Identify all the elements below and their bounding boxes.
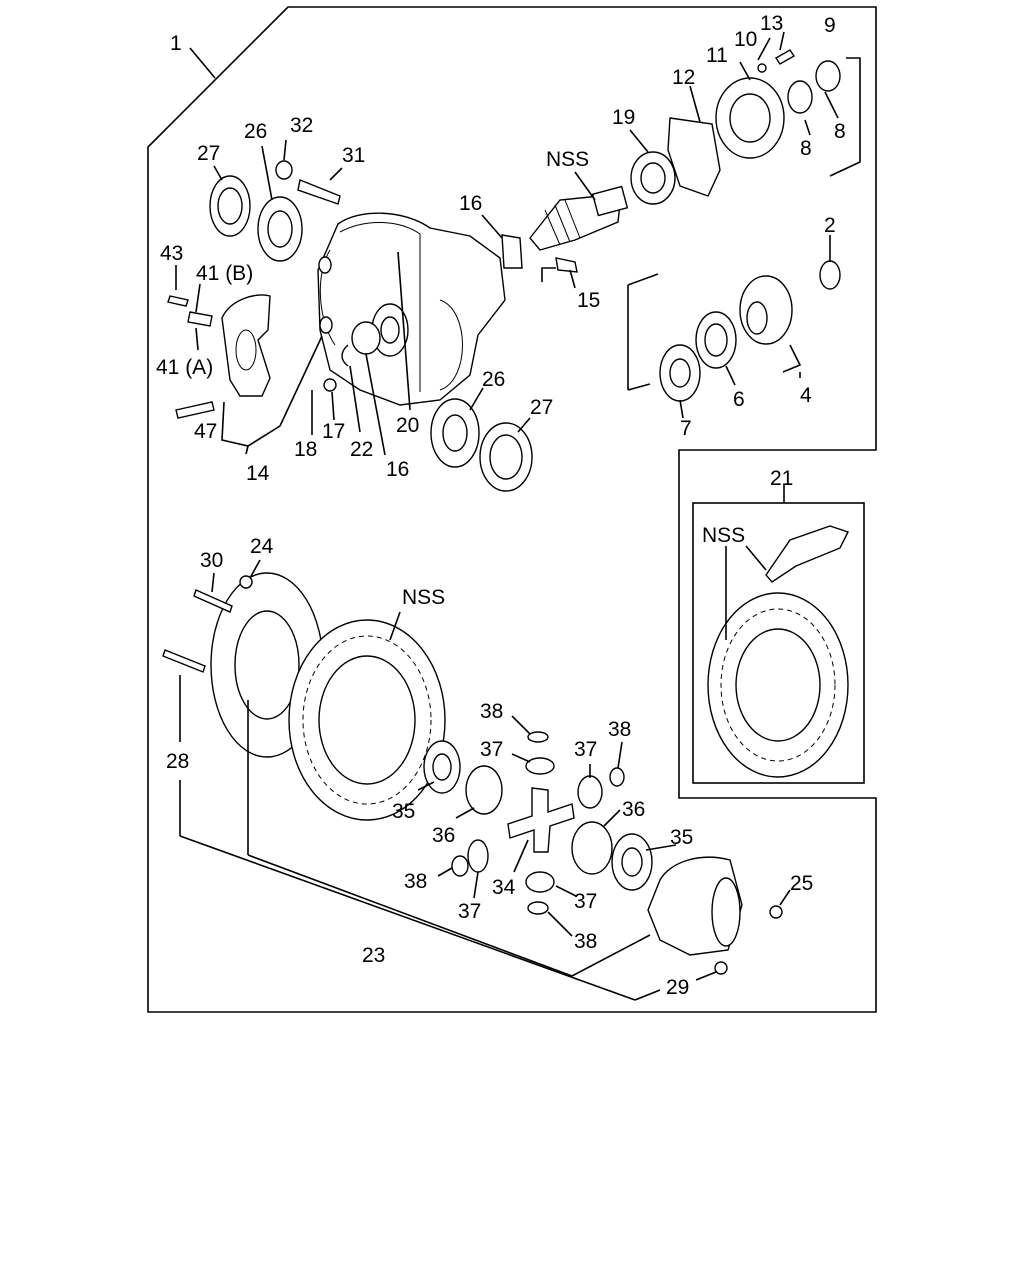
differential-carrier bbox=[317, 212, 506, 406]
washer-38-bottom bbox=[527, 901, 549, 915]
nut-25 bbox=[769, 905, 783, 919]
label-19: 19 bbox=[612, 106, 635, 129]
seal-8 bbox=[787, 80, 813, 114]
label-26b: 26 bbox=[482, 368, 505, 391]
label-nss-pinion: NSS bbox=[546, 148, 589, 171]
ring-gear bbox=[288, 619, 446, 821]
label-32: 32 bbox=[290, 114, 313, 137]
label-14: 14 bbox=[246, 462, 270, 485]
inset-pinion bbox=[765, 525, 849, 583]
seal-9 bbox=[815, 60, 841, 92]
label-31: 31 bbox=[342, 144, 365, 167]
label-10: 10 bbox=[734, 28, 757, 51]
bolt-30 bbox=[193, 589, 233, 613]
label-8a: 8 bbox=[800, 137, 812, 160]
clip-22 bbox=[341, 344, 349, 367]
label-16b: 16 bbox=[386, 458, 409, 481]
label-1: 1 bbox=[170, 32, 182, 55]
shim-12 bbox=[667, 117, 721, 197]
label-36b: 36 bbox=[622, 798, 645, 821]
bolt-28 bbox=[162, 649, 206, 673]
part-labels: 1 2 4 6 7 8 8 9 10 11 12 13 14 15 16 16 … bbox=[156, 12, 846, 999]
nut-29 bbox=[714, 961, 728, 975]
label-23: 23 bbox=[362, 944, 385, 967]
gear-37-bottom bbox=[525, 871, 555, 893]
label-36a: 36 bbox=[432, 824, 455, 847]
label-38c: 38 bbox=[404, 870, 427, 893]
gear-37-top bbox=[525, 757, 555, 775]
bolt-13 bbox=[775, 49, 795, 65]
label-27a: 27 bbox=[197, 142, 220, 165]
label-35a: 35 bbox=[392, 800, 415, 823]
label-27b: 27 bbox=[530, 396, 553, 419]
lock-41 bbox=[187, 311, 213, 327]
gear-37-left bbox=[467, 839, 489, 873]
label-17: 17 bbox=[322, 420, 345, 443]
label-8b: 8 bbox=[834, 120, 846, 143]
label-37c: 37 bbox=[458, 900, 481, 923]
washer-38-top bbox=[527, 731, 549, 743]
label-13: 13 bbox=[760, 12, 783, 35]
label-35b: 35 bbox=[670, 826, 693, 849]
label-41b: 41 (B) bbox=[196, 262, 253, 285]
label-nss-inset: NSS bbox=[702, 524, 745, 547]
label-43: 43 bbox=[160, 242, 183, 265]
bolt-47 bbox=[175, 401, 215, 419]
inset-box-21 bbox=[692, 502, 865, 784]
cross-shaft-34 bbox=[507, 787, 575, 853]
washer-38-left bbox=[451, 855, 469, 877]
label-11: 11 bbox=[706, 44, 728, 67]
label-37d: 37 bbox=[574, 890, 597, 913]
label-38d: 38 bbox=[574, 930, 597, 953]
label-22: 22 bbox=[350, 438, 373, 461]
gear-36-left bbox=[465, 765, 503, 815]
outer-frame bbox=[147, 6, 877, 1013]
gasket-16 bbox=[501, 234, 523, 269]
label-6: 6 bbox=[733, 388, 745, 411]
label-nss-ring-gear: NSS bbox=[402, 586, 445, 609]
label-16a: 16 bbox=[459, 192, 482, 215]
label-37b: 37 bbox=[574, 738, 597, 761]
leader-lines bbox=[175, 31, 861, 1001]
label-2: 2 bbox=[824, 214, 836, 237]
label-47: 47 bbox=[194, 420, 217, 443]
washer-10 bbox=[757, 63, 767, 73]
drive-pinion bbox=[529, 185, 629, 251]
gear-37-right bbox=[577, 775, 603, 809]
label-4: 4 bbox=[800, 384, 812, 407]
label-41a: 41 (A) bbox=[156, 356, 213, 379]
label-37a: 37 bbox=[480, 738, 503, 761]
shim-16b bbox=[351, 321, 381, 355]
label-30: 30 bbox=[200, 549, 223, 572]
label-38b: 38 bbox=[608, 718, 631, 741]
label-21: 21 bbox=[770, 467, 793, 490]
label-26a: 26 bbox=[244, 120, 267, 143]
label-15: 15 bbox=[577, 289, 600, 312]
label-24: 24 bbox=[250, 535, 274, 558]
washer-38-right bbox=[609, 767, 625, 787]
nut-32 bbox=[275, 160, 293, 180]
label-29: 29 bbox=[666, 976, 689, 999]
gear-36-right bbox=[571, 821, 613, 875]
label-34: 34 bbox=[492, 876, 516, 899]
label-9: 9 bbox=[824, 14, 836, 37]
bolt-43 bbox=[167, 295, 189, 307]
label-18: 18 bbox=[294, 438, 317, 461]
label-28: 28 bbox=[166, 750, 189, 773]
bolt-15 bbox=[555, 257, 578, 273]
label-20: 20 bbox=[396, 414, 419, 437]
label-7: 7 bbox=[680, 417, 692, 440]
label-12: 12 bbox=[672, 66, 695, 89]
nut-17 bbox=[323, 378, 337, 392]
nut-2 bbox=[819, 260, 841, 290]
bearing-cap bbox=[221, 294, 271, 397]
bolt-24 bbox=[239, 575, 253, 589]
bolt-31 bbox=[297, 179, 341, 205]
label-38a: 38 bbox=[480, 700, 503, 723]
label-25: 25 bbox=[790, 872, 813, 895]
